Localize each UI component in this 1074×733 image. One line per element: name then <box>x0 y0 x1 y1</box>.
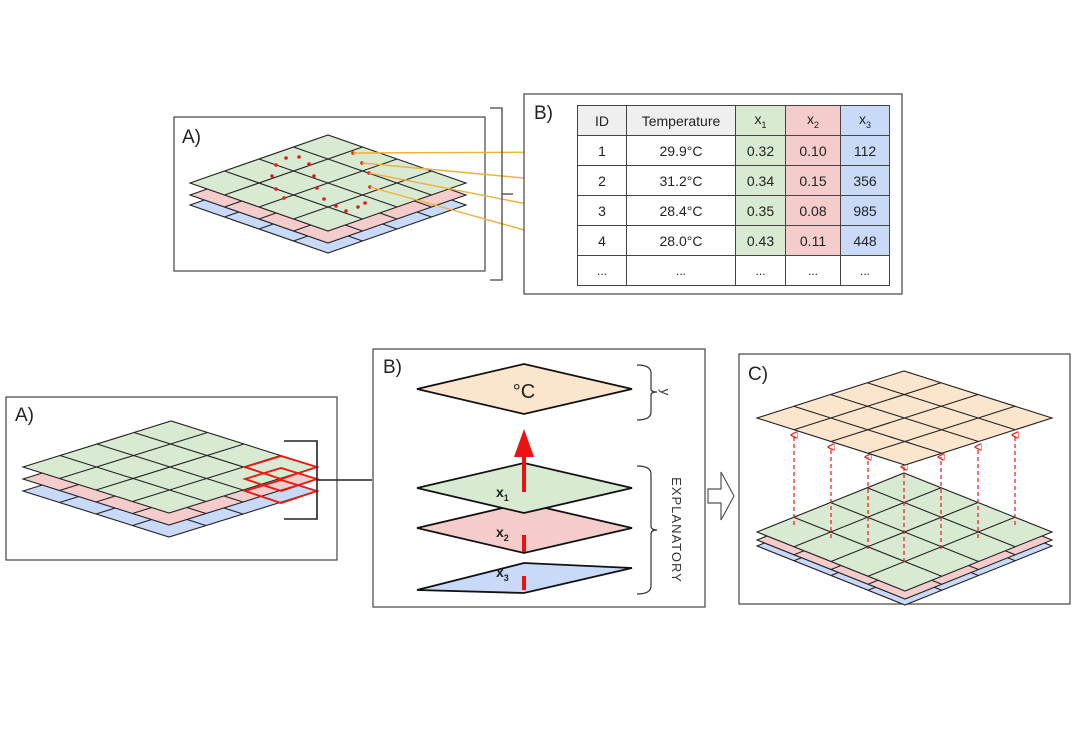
x1-layer-label: x1 <box>496 484 509 503</box>
sample-point <box>334 204 338 208</box>
cell-x1: 0.35 <box>735 195 786 226</box>
prediction-arrows <box>794 435 1015 562</box>
y-bracket-label: y <box>658 389 673 396</box>
cell-id: 2 <box>577 165 627 196</box>
cell-temperature: 28.0°C <box>626 225 736 256</box>
cell-id: 4 <box>577 225 627 256</box>
bottom-panel-a-label: A) <box>15 405 34 426</box>
top-bracket <box>490 107 513 281</box>
sample-point <box>312 174 316 178</box>
x2-layer <box>416 502 633 554</box>
grid-line <box>258 158 398 208</box>
sample-point <box>322 197 326 201</box>
cell-x2: 0.11 <box>785 225 841 256</box>
grid-line <box>293 170 432 220</box>
cell-x1: 0.32 <box>735 135 786 166</box>
col-header-x2: x2 <box>785 105 841 136</box>
y-layer-label: °C <box>513 381 535 403</box>
grid-line <box>867 405 1016 454</box>
cell-x2: 0.10 <box>785 135 841 166</box>
cell-id: 3 <box>577 195 627 226</box>
cell-x3: 356 <box>840 165 890 196</box>
sample-point <box>284 156 288 160</box>
cell-x3: ... <box>840 255 890 286</box>
grid-line <box>830 393 979 443</box>
sample-point <box>297 155 301 159</box>
bottom-panel-c: C) <box>738 353 1071 606</box>
y-layer <box>416 363 633 415</box>
cell-x1: ... <box>735 255 786 286</box>
col-header-id: ID <box>577 105 627 136</box>
col-header-x1: x1 <box>735 105 786 136</box>
cell-id: ... <box>577 255 627 286</box>
cell-id: 1 <box>577 135 627 166</box>
cell-temperature: 31.2°C <box>626 165 736 196</box>
sample-point <box>282 196 286 200</box>
x1-raster <box>188 134 468 232</box>
predicted-temperature-raster <box>755 370 1054 466</box>
grid-line <box>59 454 207 503</box>
top-a-raster-stack <box>188 134 468 254</box>
sample-point <box>274 163 278 167</box>
next-step-arrow-icon <box>707 471 735 521</box>
cell-temperature: 29.9°C <box>626 135 736 166</box>
grid-line <box>95 443 245 491</box>
temperature-raster <box>755 370 1054 466</box>
top-panel-a: A) <box>173 116 486 272</box>
explanatory-bracket <box>636 465 658 595</box>
x3-layer-label: x3 <box>496 564 509 583</box>
grid-line <box>224 170 363 220</box>
bottom-panel-c-label: C) <box>748 364 768 385</box>
table-header-row: ID Temperature x1 x2 x3 <box>577 105 890 136</box>
table-row: ............... <box>577 255 890 286</box>
cell-x3: 985 <box>840 195 890 226</box>
sample-points <box>270 151 372 213</box>
top-panel-b-label: B) <box>534 103 553 124</box>
sample-point <box>363 201 367 205</box>
cell-x3: 112 <box>840 135 890 166</box>
sample-point <box>344 209 348 213</box>
col-header-temperature: Temperature <box>626 105 736 136</box>
cell-x1: 0.43 <box>735 225 786 256</box>
y-bracket <box>636 364 658 421</box>
sample-point <box>270 174 274 178</box>
col-header-x3: x3 <box>840 105 890 136</box>
prediction-arrow <box>514 429 534 590</box>
bottom-a-raster-stack <box>21 420 319 538</box>
x2-layer-label: x2 <box>496 524 509 543</box>
cell-x1: 0.34 <box>735 165 786 196</box>
bottom-panel-a: A) <box>5 396 372 561</box>
cell-temperature: ... <box>626 255 736 286</box>
cell-temperature: 28.4°C <box>626 195 736 226</box>
cell-x3: 448 <box>840 225 890 256</box>
sample-point <box>274 187 278 191</box>
cell-x2: 0.15 <box>785 165 841 196</box>
bottom-panel-b-label: B) <box>383 357 402 378</box>
grid-line <box>793 405 942 454</box>
top-panel-a-label: A) <box>182 127 201 148</box>
bottom-panel-b: B) °C x1 x2 x3 y EXPLANATORY <box>372 348 706 608</box>
sample-point <box>356 205 360 209</box>
cell-x2: ... <box>785 255 841 286</box>
sample-point <box>315 186 319 190</box>
sample-point <box>307 162 311 166</box>
explanatory-label: EXPLANATORY <box>669 477 684 583</box>
cell-x2: 0.08 <box>785 195 841 226</box>
